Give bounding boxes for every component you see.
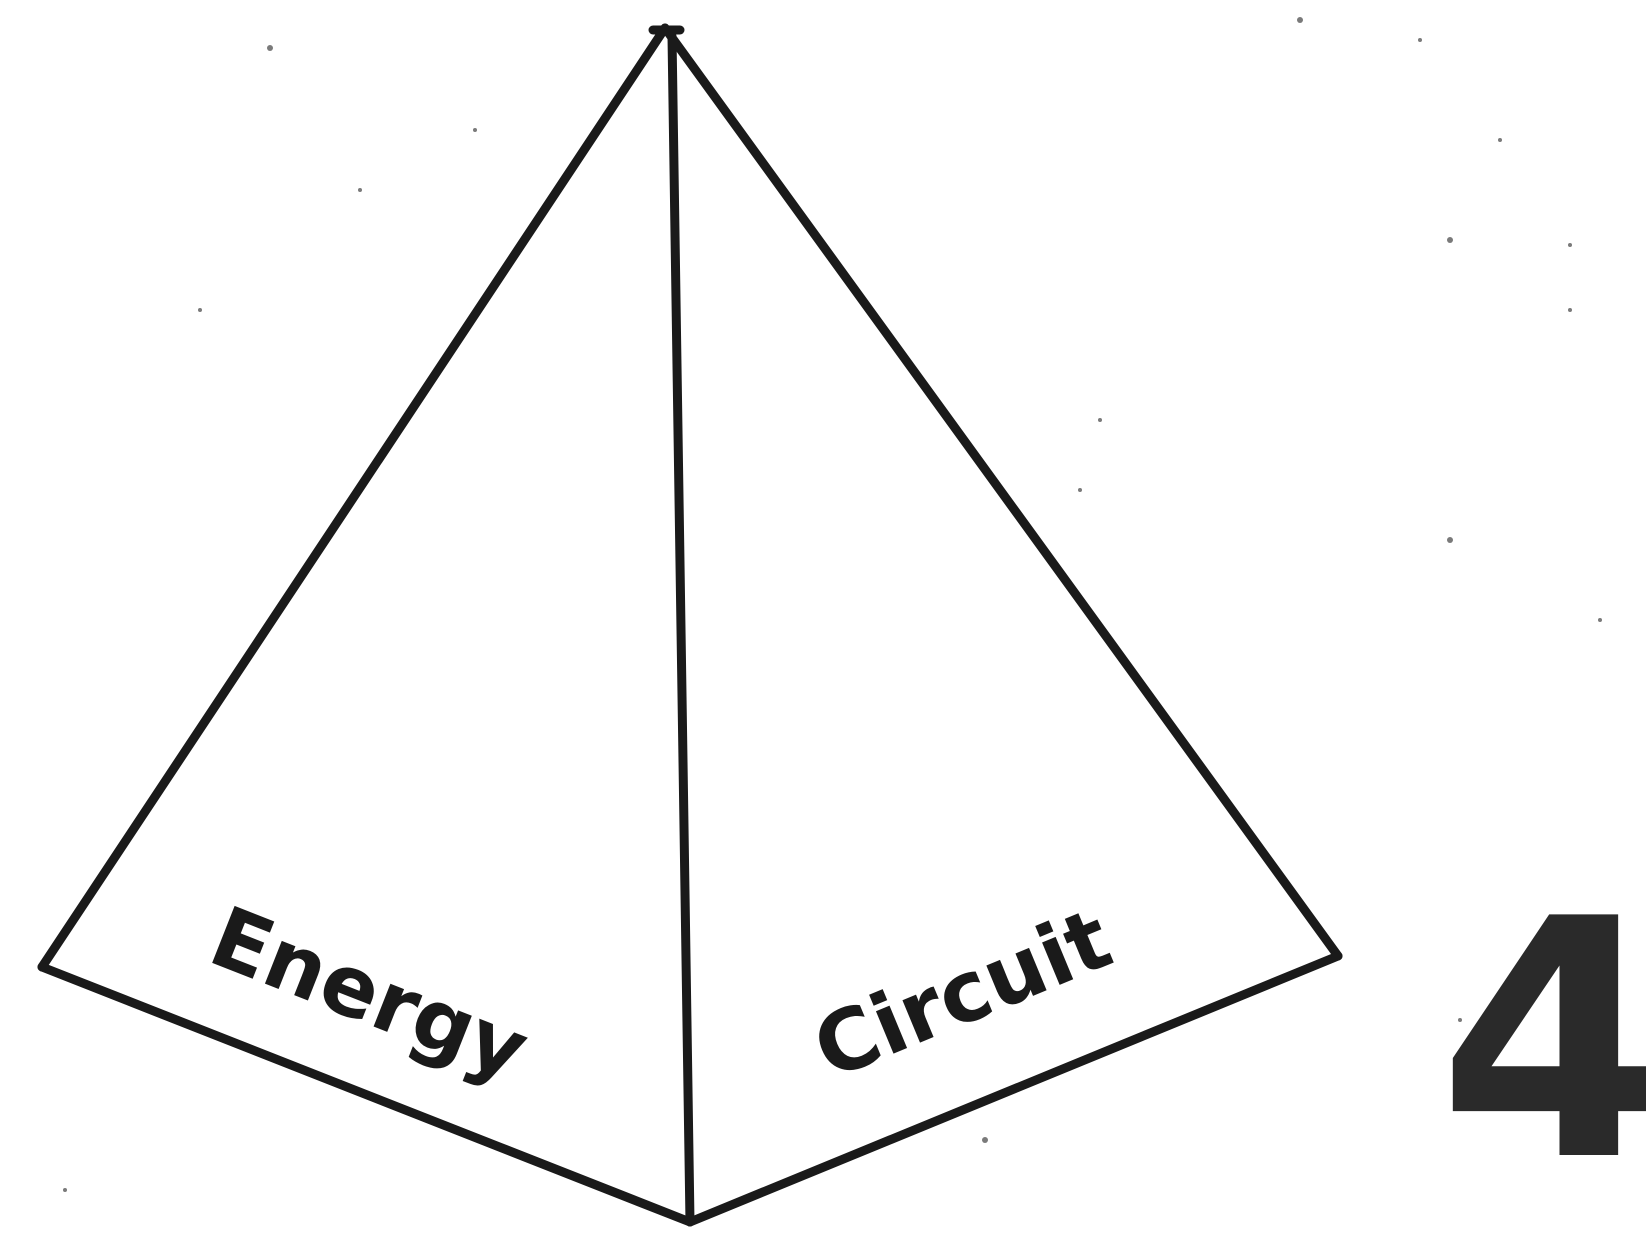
left-face [42, 28, 690, 1222]
front-vertical-edge [667, 31, 695, 1227]
right-slant-edge [660, 23, 1343, 961]
left-slant-edge [37, 23, 670, 972]
figure-number: 4 [1438, 849, 1646, 1233]
right-base-edge [685, 951, 1343, 1227]
scan-noise [63, 17, 1602, 1192]
left-base-edge [37, 962, 695, 1227]
right-face [665, 28, 1338, 1222]
pyramid-edges [37, 23, 1343, 1227]
